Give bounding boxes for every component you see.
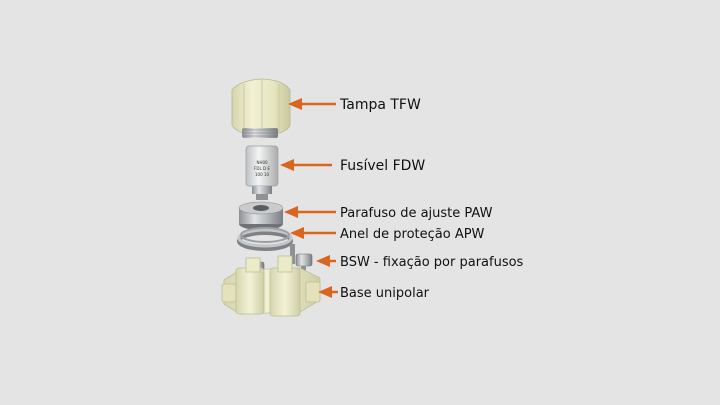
arrow-tampa — [288, 98, 336, 110]
label-fusivel-fdw: Fusível FDW — [340, 158, 425, 174]
label-anel-apw: Anel de proteção APW — [340, 227, 485, 242]
label-bsw: BSW - fixação por parafusos — [340, 255, 524, 270]
arrow-parafuso — [284, 206, 336, 218]
arrow-fusivel — [280, 159, 332, 171]
label-tampa-tfw: Tampa TFW — [339, 97, 421, 113]
adjusting-screw-paw-part — [238, 201, 284, 230]
cap-tfw-part — [231, 78, 291, 138]
arrow-base — [318, 286, 338, 298]
label-parafuso-paw: Parafuso de ajuste PAW — [340, 206, 493, 221]
fuse-marking-line-1: NH00 — [256, 160, 268, 165]
protection-ring-apw-part — [237, 227, 293, 251]
fuse-marking-line-3: 100 10 — [255, 172, 269, 177]
arrow-anel — [290, 227, 336, 239]
fuse-marking-line-2: FDL D E — [254, 166, 270, 171]
single-pole-base-part — [221, 255, 321, 317]
label-base-unipolar: Base unipolar — [340, 286, 430, 301]
arrows — [280, 98, 338, 298]
fuse-fdw-part: NH00 FDL D E 100 10 — [245, 145, 279, 200]
arrow-bsw — [316, 255, 336, 267]
